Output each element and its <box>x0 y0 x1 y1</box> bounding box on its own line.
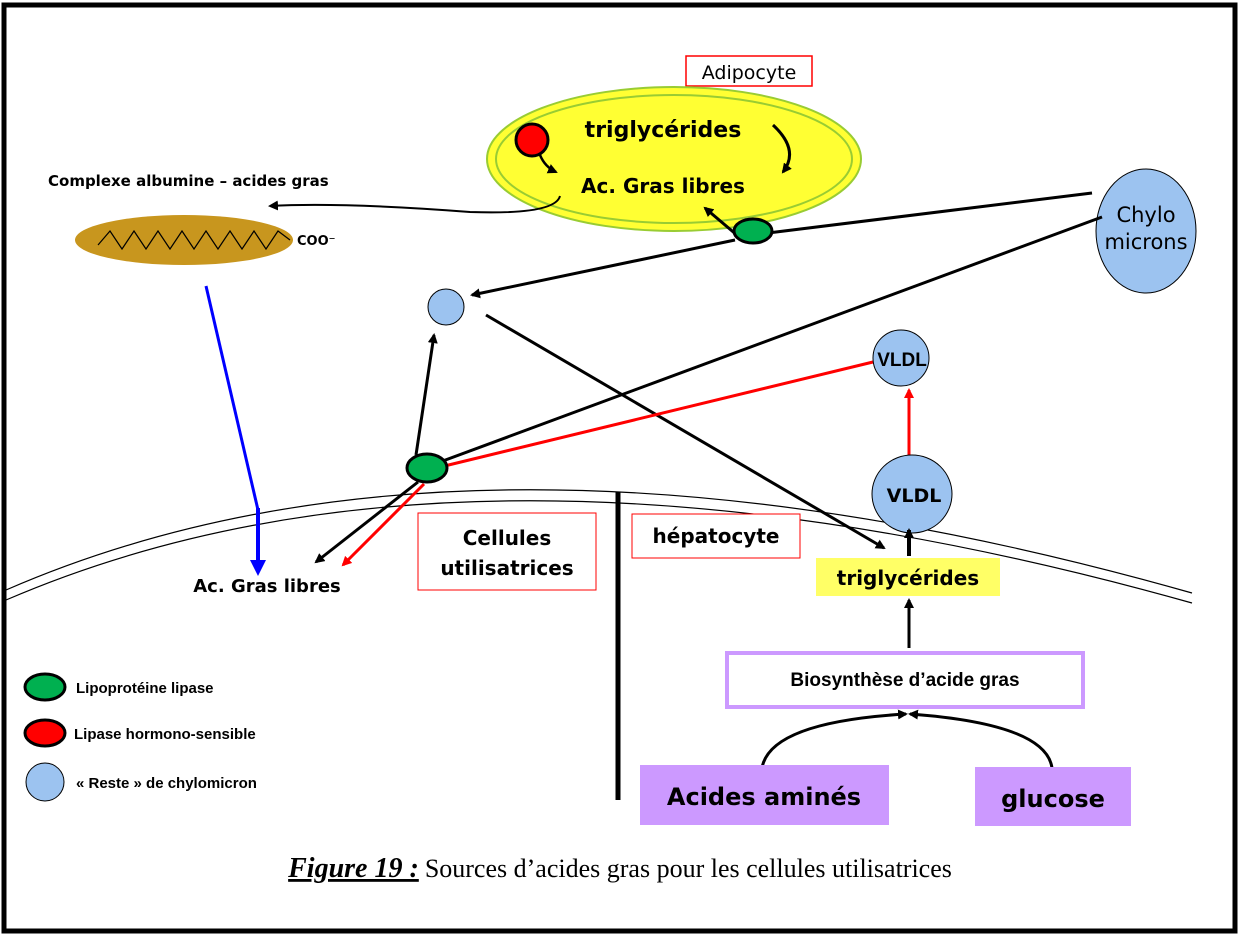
esterification-arrow <box>771 123 792 174</box>
chylomicrons <box>1095 168 1197 294</box>
remnant-to-liver-arrow <box>485 313 886 550</box>
legend-chylomicron-remnant-icon <box>25 762 65 802</box>
fatty-acid-release-arrow <box>268 195 561 214</box>
albumin-complex <box>75 215 293 265</box>
hepatocyte-label: hépatocyte <box>653 524 780 548</box>
user-cells-label-line1: Cellules <box>463 526 552 550</box>
albumin-to-cells-line <box>204 285 260 511</box>
fatty-acid-chain <box>97 229 291 251</box>
amino-acids-arrow <box>760 709 908 769</box>
albumin-complex-label: Complexe albumine – acides gras <box>48 172 329 190</box>
legend-hormone-sensitive-lipase-icon <box>23 718 67 748</box>
figure-caption: Figure 19 :Sources d’acides gras pour le… <box>287 853 952 884</box>
adipocyte-label-box <box>685 55 813 87</box>
figure-caption-text: Sources d’acides gras pour les cellules … <box>425 854 952 883</box>
lipoprotein-lipase-adipose <box>732 217 774 245</box>
chylomicron-remnant <box>427 288 465 326</box>
lpl-to-fatty-acids-black-arrow <box>314 480 419 564</box>
liver-triglycerides-box <box>816 558 1000 596</box>
vldl-hepatocyte-label: VLDL <box>887 485 942 507</box>
hormone-sensitive-lipase-adipocyte <box>514 122 550 158</box>
biosynthesis-label: Biosynthèse d’acide gras <box>790 670 1019 691</box>
vldl-blood <box>872 329 930 387</box>
legend-chylomicron-remnant-label: « Reste » de chylomicron <box>76 775 257 792</box>
legend: Lipoprotéine lipase Lipase hormono-sensi… <box>23 672 257 802</box>
chylomicron-cell-line <box>439 215 1103 464</box>
cells-fatty-acids-label: Ac. Gras libres <box>193 576 341 597</box>
carboxyl-label: COO⁻ <box>297 234 336 249</box>
adipocyte-cell <box>486 86 862 232</box>
biosynthesis-box <box>725 651 1085 709</box>
membrane-inner-line <box>5 500 1193 604</box>
chylomicrons-label-line1: Chylo <box>1116 203 1175 227</box>
legend-hormone-sensitive-lipase-label: Lipase hormono-sensible <box>74 726 256 743</box>
chylomicron-adipocyte-line <box>767 191 1093 235</box>
vldl-cell-line <box>427 360 874 472</box>
user-cells-label-line2: utilisatrices <box>440 556 573 580</box>
amino-acids-box <box>640 765 889 825</box>
hepatocyte-box <box>631 513 801 559</box>
lipoprotein-lipase-cells <box>405 452 449 484</box>
legend-lipoprotein-lipase-label: Lipoprotéine lipase <box>76 680 214 697</box>
adipocyte-fatty-acids: Ac. Gras libres <box>581 174 745 198</box>
legend-lipoprotein-lipase-icon <box>23 672 67 702</box>
vldl-blood-label: VLDL <box>877 350 927 371</box>
adipocyte-label: Adipocyte <box>702 62 797 84</box>
to-remnant-arrow-cells <box>414 333 438 456</box>
lpl-to-fatty-acids-red-arrow <box>341 482 426 567</box>
chylomicrons-label-line2: microns <box>1104 230 1187 254</box>
adipocyte-inner-ring <box>495 94 853 224</box>
adipocyte-triglycerides: triglycérides <box>585 118 742 143</box>
liver-triglycerides-label: triglycérides <box>837 566 979 590</box>
amino-acids-label: Acides aminés <box>667 783 861 811</box>
lpl-to-adipocyte-arrow <box>703 206 739 238</box>
lipolysis-arrow <box>538 154 558 174</box>
glucose-arrow <box>908 709 1054 769</box>
figure-caption-number: Figure 19 : <box>287 853 419 884</box>
glucose-label: glucose <box>1001 785 1105 813</box>
user-cells-box <box>417 512 597 591</box>
membrane-outer-line <box>5 489 1193 594</box>
glucose-box <box>975 767 1131 826</box>
to-remnant-arrow-adipose <box>470 238 736 299</box>
